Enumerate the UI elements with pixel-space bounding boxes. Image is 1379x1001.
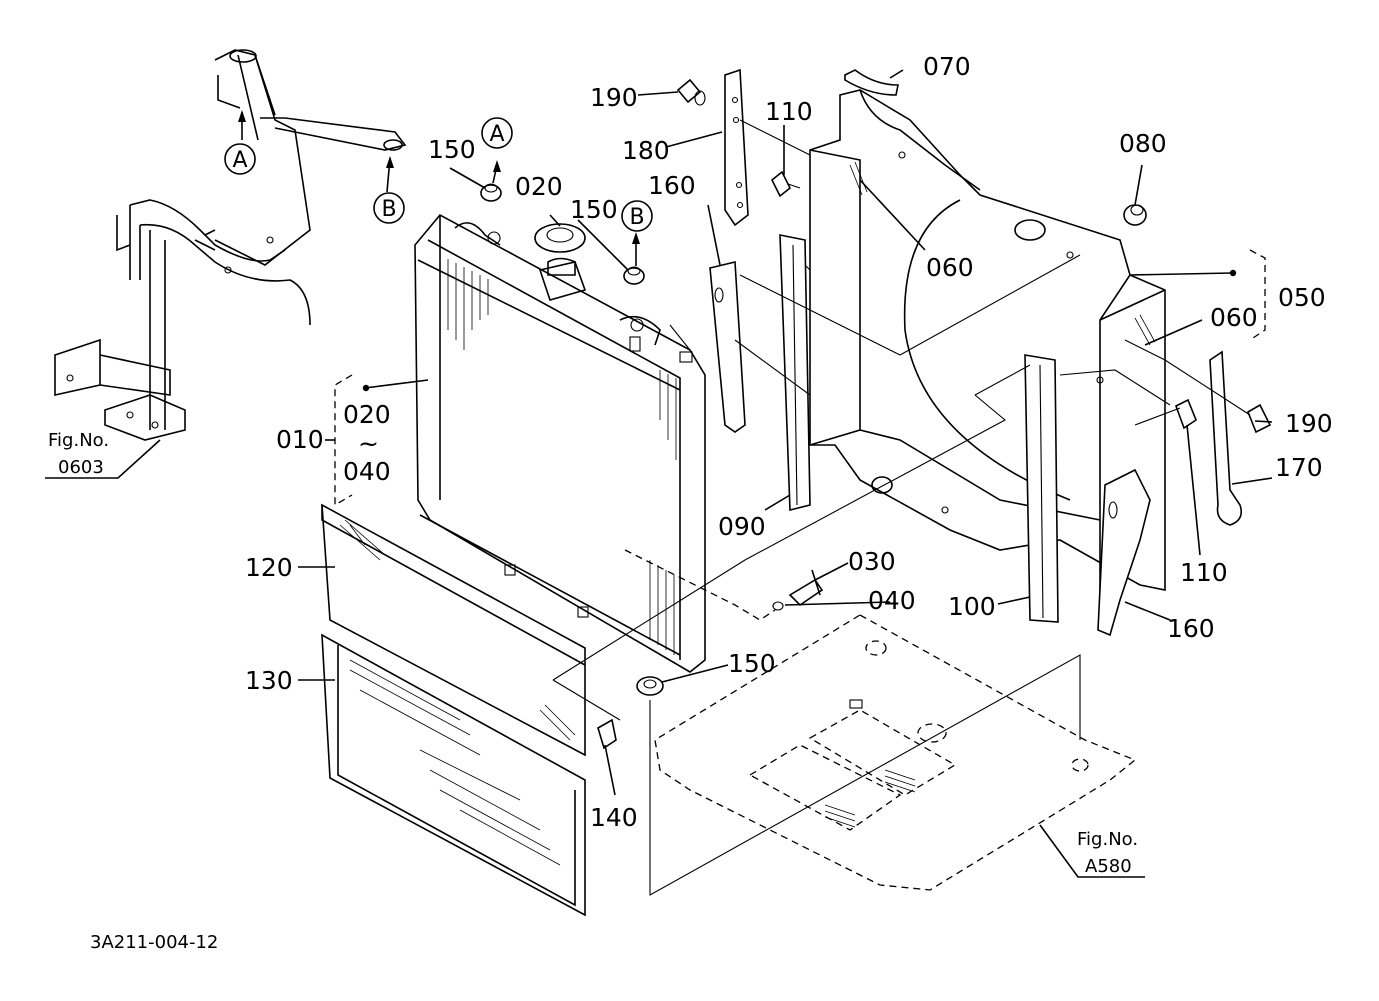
marker-a-radiator: A — [481, 117, 513, 149]
label-160-right: 160 — [1167, 614, 1215, 643]
figure-ref-0603-number: 0603 — [58, 457, 104, 478]
screen-130-drawing — [321, 633, 586, 917]
drawing-code: 3A211-004-12 — [90, 932, 218, 953]
figure-ref-a580-number: A580 — [1085, 856, 1132, 877]
marker-b-bracket: B — [373, 192, 405, 224]
group-bracket-010 — [334, 374, 353, 507]
bolt-110-right-drawing — [1175, 398, 1197, 430]
label-050: 050 — [1278, 283, 1326, 312]
plate-170-drawing — [1209, 350, 1243, 526]
cover-070-drawing — [844, 69, 899, 96]
frame-bracket-drawing — [54, 49, 407, 441]
bolt-190-right-drawing — [1247, 403, 1272, 434]
floor-plate-drawing — [654, 614, 1137, 891]
label-160-left: 160 — [648, 171, 696, 200]
label-180: 180 — [622, 136, 670, 165]
label-140: 140 — [590, 803, 638, 832]
guide-lines — [552, 119, 1251, 896]
figure-ref-0603-title: Fig.No. — [48, 430, 109, 451]
label-060-right: 060 — [1210, 303, 1258, 332]
label-110-right: 110 — [1180, 558, 1228, 587]
seal-090-drawing — [779, 234, 811, 512]
bolt-190-top-drawing — [676, 78, 706, 106]
label-100: 100 — [948, 592, 996, 621]
marker-a-radiator-label: A — [489, 122, 504, 147]
label-120: 120 — [245, 553, 293, 582]
cushion-150-mid-drawing — [623, 266, 645, 285]
label-040-oring: 040 — [868, 586, 916, 615]
label-150-mid: 150 — [570, 195, 618, 224]
marker-b-radiator: B — [621, 200, 653, 232]
label-190-top: 190 — [590, 83, 638, 112]
label-070: 070 — [923, 52, 971, 81]
figure-ref-a580-title: Fig.No. — [1077, 829, 1138, 850]
marker-a-bracket-label: A — [232, 148, 247, 173]
seal-160-left-drawing — [709, 260, 746, 433]
marker-a-bracket: A — [224, 143, 256, 175]
label-150-bottom: 150 — [728, 649, 776, 678]
arrow-heads — [238, 110, 640, 244]
label-170: 170 — [1275, 453, 1323, 482]
label-010: 010 — [276, 425, 324, 454]
cushion-150-top-drawing — [480, 183, 502, 202]
plug-080-drawing — [1123, 204, 1147, 226]
label-090: 090 — [718, 512, 766, 541]
drain-cock-drawing — [772, 569, 824, 611]
label-030: 030 — [848, 547, 896, 576]
radiator-cap-drawing — [534, 223, 586, 276]
group-bracket-050 — [1249, 249, 1266, 341]
label-130: 130 — [245, 666, 293, 695]
label-190-right: 190 — [1285, 409, 1333, 438]
cushion-150-bottom-drawing — [636, 676, 664, 696]
label-040-group: 040 — [343, 457, 391, 486]
screen-120-drawing — [321, 503, 586, 757]
bolt-110-top-drawing — [770, 170, 801, 198]
label-110-top: 110 — [765, 97, 813, 126]
label-060-upper: 060 — [926, 253, 974, 282]
marker-b-radiator-label: B — [629, 205, 644, 230]
wing-bolt-140-drawing — [597, 718, 617, 750]
seal-160-right-drawing — [1097, 468, 1151, 637]
label-tilde: ~ — [358, 429, 379, 458]
label-080: 080 — [1119, 129, 1167, 158]
marker-b-bracket-label: B — [381, 197, 396, 222]
label-020-cap: 020 — [515, 172, 563, 201]
seal-100-drawing — [1024, 354, 1059, 623]
label-150-top: 150 — [428, 135, 476, 164]
plate-180-drawing — [724, 68, 749, 227]
group-bracket-030-040 — [624, 549, 776, 621]
label-020-group: 020 — [343, 400, 391, 429]
